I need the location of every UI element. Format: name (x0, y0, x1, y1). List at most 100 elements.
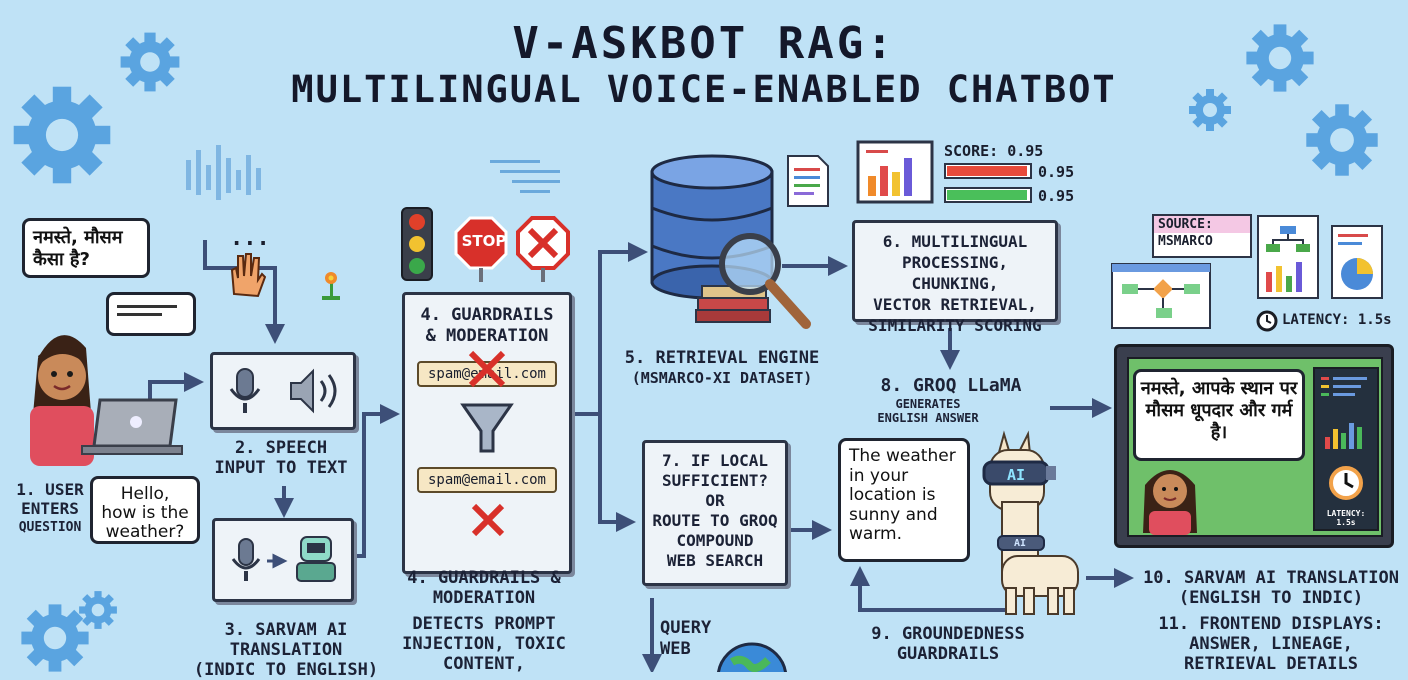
score-bars (944, 163, 1032, 203)
label-line: CONTENT, (443, 654, 525, 674)
dashboard-charts-icon (1321, 377, 1367, 449)
speech-step-label: 2. SPEECH INPUT TO TEXT (196, 438, 366, 478)
label-line: INPUT TO TEXT (214, 458, 348, 478)
speech-input-box[interactable] (210, 352, 356, 430)
user-hindi-bubble: नमस्ते, मौसम कैसा है? (22, 218, 150, 278)
stop-sign-text: STOP (461, 232, 507, 250)
bar-chart-icon (856, 140, 934, 204)
visor-text: AI (1006, 466, 1026, 484)
label-line: 6. MULTILINGUAL (882, 232, 1028, 251)
retrieval-step-label: 5. RETRIEVAL ENGINE (MSMARCO-XI DATASET) (612, 348, 832, 388)
frontend-monitor[interactable]: नमस्ते, आपके स्थान पर मौसम धूपदार और गर्… (1114, 344, 1394, 548)
retrieval-engine-illustration (650, 154, 829, 329)
llama-mascot (982, 430, 1079, 615)
source-latency: LATENCY: 1.5s (1282, 312, 1392, 328)
label-line: RETRIEVAL DETAILS (1184, 654, 1358, 674)
passed-email-tag: spam@email.com (417, 467, 557, 493)
label-line: MODERATION (432, 588, 536, 608)
frontend-display-label: 11. FRONTEND DISPLAYS: ANSWER, LINEAGE, … (1136, 614, 1406, 674)
guardrails-description: DETECTS PROMPT INJECTION, TOXIC CONTENT, (374, 614, 594, 674)
label-line: 7. IF LOCAL (662, 451, 768, 470)
label-line: WEB SEARCH (666, 551, 764, 570)
page-subtitle: MULTILINGUAL VOICE-ENABLED CHATBOT (291, 68, 1117, 111)
waveform-icon (186, 145, 261, 200)
clock-icon (1329, 466, 1363, 500)
label-line: INJECTION, TOXIC (402, 634, 566, 654)
microphone-icon (231, 538, 261, 581)
sarvam-output-label: 10. SARVAM AI TRANSLATION (ENGLISH TO IN… (1136, 568, 1406, 608)
collar-text: AI (1013, 538, 1027, 549)
guardrails-box-title: 4. GUARDRAILS & MODERATION (405, 305, 569, 347)
label-line: 5. RETRIEVAL ENGINE (624, 348, 820, 368)
label-line: SIMILARITY SCORING (868, 316, 1042, 335)
sarvam-icons (231, 536, 336, 582)
label-line: QUESTION (18, 520, 82, 535)
blocked-sign-icon (516, 216, 570, 282)
lineage-diagrams (1111, 215, 1383, 329)
flowchart-icon (1111, 263, 1211, 329)
score-bar-1 (947, 166, 1027, 176)
source-value: MSMARCO (1158, 234, 1213, 249)
clock-icon (1256, 310, 1278, 332)
source-label: SOURCE: (1154, 216, 1250, 233)
routing-decision-box[interactable]: 7. IF LOCAL SUFFICIENT? OR ROUTE TO GROQ… (642, 440, 788, 586)
label-line: & MODERATION (425, 326, 549, 346)
label-line: GUARDRAILS (896, 644, 1000, 664)
label-line: QUERY (660, 618, 712, 638)
typing-indicator: ... (230, 226, 270, 251)
guardrails-box[interactable]: 4. GUARDRAILS & MODERATION spam@email.co… (402, 292, 572, 574)
guardrails-step-label: 4. GUARDRAILS & MODERATION (384, 568, 584, 608)
groq-answer-bubble: The weather in your location is sunny an… (838, 438, 970, 562)
label-line: PROCESSING, CHUNKING, (902, 253, 1008, 293)
pie-chart-icon (1331, 225, 1383, 299)
score-bar2-value: 0.95 (1038, 187, 1075, 205)
score-bar-2 (947, 190, 1027, 200)
gear-icon (1306, 104, 1378, 176)
label-line: OR (705, 491, 725, 510)
label-line: ROUTE TO GROQ (652, 511, 778, 530)
label-line: ENTERS (21, 499, 79, 518)
label-line: 11. FRONTEND DISPLAYS: (1158, 614, 1384, 634)
gear-icon (21, 604, 89, 672)
assistant-avatar (1143, 470, 1197, 535)
data-stream-icon (490, 160, 560, 193)
sarvam-input-box[interactable] (212, 518, 354, 602)
globe-icon (717, 642, 787, 672)
reject-x-icon (471, 503, 505, 537)
user-step-label: 1. USER ENTERS QUESTION (10, 480, 90, 537)
magnifier-icon (719, 233, 811, 329)
hierarchy-chart-icon (1257, 215, 1319, 299)
document-icon (787, 155, 829, 207)
block-x-icon (468, 350, 506, 388)
label-line: GENERATES (895, 397, 961, 411)
label-line: COMPOUND (676, 531, 754, 550)
label-line: 10. SARVAM AI TRANSLATION (1143, 568, 1399, 588)
user-avatar (30, 335, 183, 466)
microphone-icon (229, 368, 261, 413)
traffic-light-icon (401, 207, 433, 281)
label-line: WEB (660, 639, 691, 659)
user-english-bubble: Hello, how is the weather? (90, 476, 200, 544)
label-line: ENGLISH ANSWER (877, 411, 979, 425)
label-line: 4. GUARDRAILS & (407, 568, 561, 588)
text-lines-icon (117, 305, 177, 316)
label-line: 1. USER (16, 480, 84, 499)
monitor-latency: LATENCY: 1.5s (1326, 509, 1366, 527)
page-title: V-ASKBOT RAG: (512, 18, 896, 69)
hand-icon (230, 253, 266, 298)
gear-icon (79, 591, 117, 629)
label-line: 3. SARVAM AI (224, 620, 348, 640)
label-line: 9. GROUNDEDNESS (871, 624, 1025, 644)
label-line: VECTOR RETRIEVAL, (873, 295, 1037, 314)
groq-step-label: 8. GROQ LLaMA (880, 375, 1022, 396)
robot-icon (296, 536, 336, 582)
label-line: ANSWER, LINEAGE, (1189, 634, 1353, 654)
filter-funnel-icon (460, 403, 514, 453)
source-card: SOURCE: MSMARCO (1152, 214, 1252, 258)
label-line: DETECTS PROMPT (412, 614, 556, 634)
label-line: (MSMARCO-XI DATASET) (631, 369, 813, 387)
processing-box[interactable]: 6. MULTILINGUAL PROCESSING, CHUNKING, VE… (852, 220, 1058, 335)
groq-sublabel: GENERATES ENGLISH ANSWER (848, 397, 1008, 425)
groundedness-step-label: 9. GROUNDEDNESS GUARDRAILS (848, 624, 1048, 664)
stop-sign-icon (454, 216, 508, 282)
